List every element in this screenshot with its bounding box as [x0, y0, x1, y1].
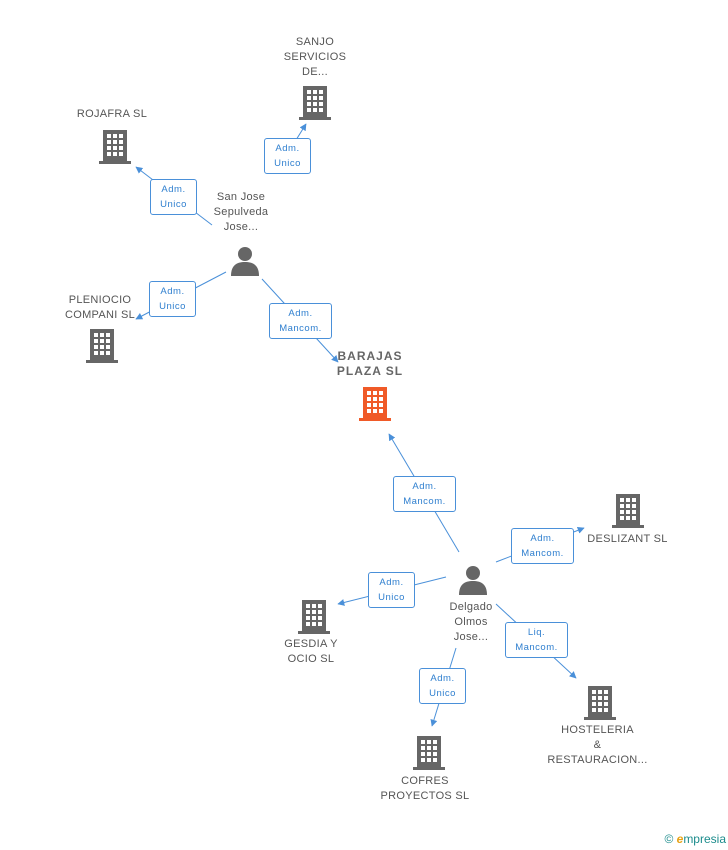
building-icon[interactable] [612, 492, 644, 528]
node-label-pleniocio[interactable]: PLENIOCIO COMPANI SL [55, 293, 145, 323]
label-line: RESTAURACION... [547, 754, 648, 766]
node-label-cofres[interactable]: COFRES PROYECTOS SL [370, 774, 480, 804]
relation-line: Adm. [430, 673, 455, 684]
label-line: Delgado [449, 601, 493, 613]
building-icon[interactable] [359, 385, 391, 421]
relation-line: Adm. [275, 143, 300, 154]
relation-line: Adm. [160, 286, 185, 297]
node-label-san-jose[interactable]: San Jose Sepulveda Jose... [201, 190, 281, 235]
node-label-hosteleria[interactable]: HOSTELERIA & RESTAURACION... [540, 723, 655, 768]
node-label-delgado[interactable]: Delgado Olmos Jose... [431, 600, 511, 645]
relation-badge[interactable]: Adm. Unico [150, 179, 197, 215]
building-icon[interactable] [413, 734, 445, 770]
building-icon[interactable] [298, 598, 330, 634]
relation-line: Adm. [288, 308, 313, 319]
relation-line: Adm. [161, 184, 186, 195]
relation-badge[interactable]: Adm. Unico [419, 668, 466, 704]
relation-line: Mancom. [515, 642, 558, 653]
relation-line: Liq. [527, 627, 546, 638]
label-line: PLENIOCIO [68, 294, 132, 306]
relation-line: Unico [378, 592, 405, 603]
node-label-gesdia[interactable]: GESDIA Y OCIO SL [271, 637, 351, 667]
relation-badge[interactable]: Adm. Mancom. [393, 476, 456, 512]
label-line: DE... [302, 66, 328, 78]
relation-line: Unico [159, 301, 186, 312]
building-icon[interactable] [584, 684, 616, 720]
node-label-sanjo[interactable]: SANJO SERVICIOS DE... [280, 35, 350, 80]
node-label-rojafra[interactable]: ROJAFRA SL [62, 107, 162, 122]
brand-initial: e [676, 832, 684, 846]
building-icon[interactable] [299, 84, 331, 120]
brand-name: mpresia [683, 832, 726, 846]
brand-logo: © empresia [664, 832, 726, 846]
relation-line: Adm. [530, 533, 555, 544]
relation-line: Unico [274, 158, 301, 169]
label-line: Olmos [454, 616, 488, 628]
person-icon[interactable] [229, 246, 261, 276]
label-line: BARAJAS [337, 349, 403, 363]
relation-badge[interactable]: Liq. Mancom. [505, 622, 568, 658]
relation-badge[interactable]: Adm. Mancom. [269, 303, 332, 339]
relation-badge[interactable]: Adm. Unico [149, 281, 196, 317]
relation-line: Mancom. [403, 496, 446, 507]
building-icon[interactable] [99, 128, 131, 164]
relation-line: Adm. [379, 577, 404, 588]
label-line: Jose... [453, 631, 489, 643]
node-label-barajas[interactable]: BARAJAS PLAZA SL [325, 349, 415, 379]
label-line: COFRES [401, 775, 449, 787]
label-line: GESDIA Y [284, 638, 338, 650]
relation-badge[interactable]: Adm. Mancom. [511, 528, 574, 564]
relation-badge[interactable]: Adm. Unico [368, 572, 415, 608]
relation-line: Mancom. [279, 323, 322, 334]
label-line: SERVICIOS [283, 51, 347, 63]
relation-line: Unico [160, 199, 187, 210]
building-icon[interactable] [86, 327, 118, 363]
label-line: San Jose [216, 191, 266, 203]
label-line: OCIO SL [287, 653, 335, 665]
person-icon[interactable] [457, 565, 489, 595]
label-line: ROJAFRA SL [76, 108, 148, 120]
label-line: PROYECTOS SL [380, 790, 470, 802]
node-label-deslizant[interactable]: DESLIZANT SL [580, 532, 675, 547]
label-line: DESLIZANT SL [587, 533, 668, 545]
relation-line: Unico [429, 688, 456, 699]
label-line: Sepulveda [213, 206, 269, 218]
label-line: PLAZA SL [336, 364, 404, 378]
relation-line: Adm. [412, 481, 437, 492]
label-line: COMPANI SL [64, 309, 136, 321]
copyright-symbol: © [664, 832, 674, 846]
label-line: HOSTELERIA [561, 724, 634, 736]
label-line: & [593, 739, 602, 751]
label-line: Jose... [223, 221, 259, 233]
relation-line: Mancom. [521, 548, 564, 559]
label-line: SANJO [295, 36, 335, 48]
relation-badge[interactable]: Adm. Unico [264, 138, 311, 174]
